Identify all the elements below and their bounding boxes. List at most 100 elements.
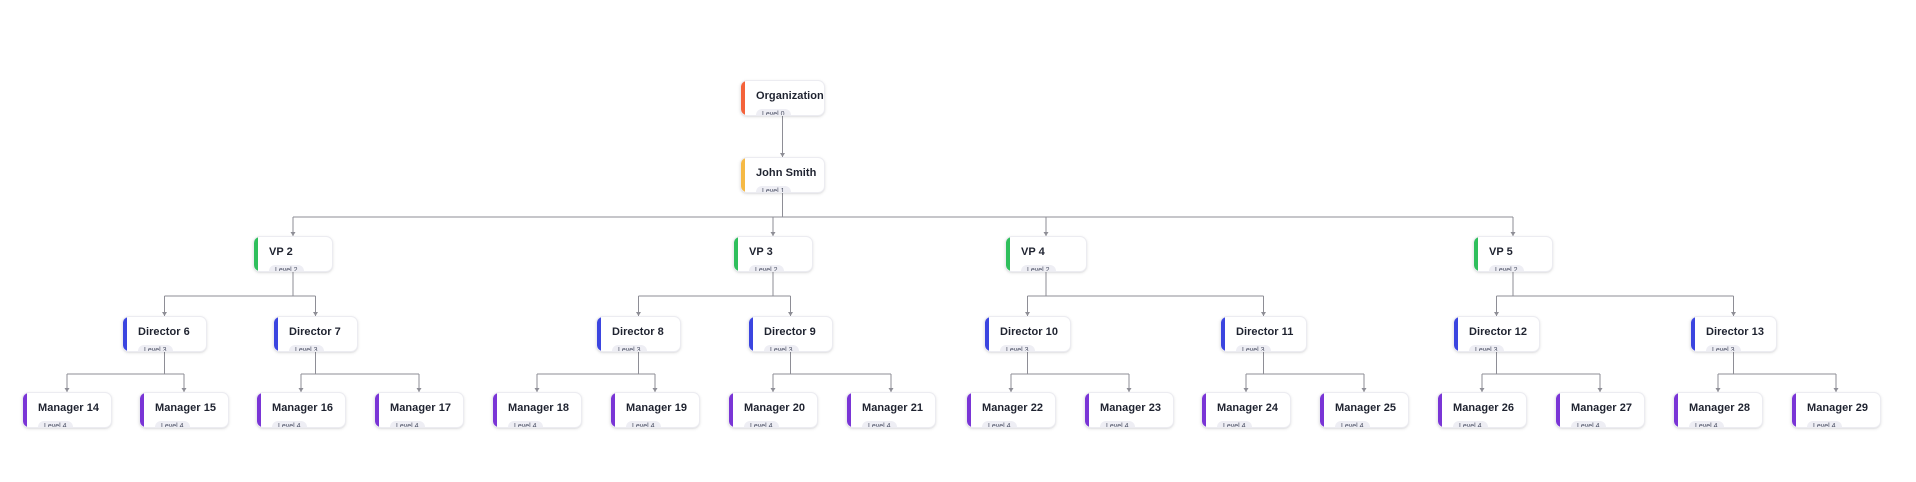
node-title: Manager 28 <box>1689 402 1751 414</box>
node-level-badge: Level 2 <box>269 265 304 271</box>
node-body: Manager 16 Level 4 <box>257 393 345 427</box>
node-body: Manager 28 Level 4 <box>1674 393 1762 427</box>
node-level-badge: Level 4 <box>1335 421 1370 427</box>
node-title: VP 5 <box>1489 246 1513 258</box>
node-level-badge: Level 4 <box>862 421 897 427</box>
node-body: Manager 15 Level 4 <box>140 393 228 427</box>
node-level-badge: Level 4 <box>155 421 190 427</box>
node-body: Manager 21 Level 4 <box>847 393 935 427</box>
node-title: VP 2 <box>269 246 293 258</box>
node-level-badge: Level 3 <box>1706 345 1741 351</box>
org-node-n21[interactable]: Manager 21 Level 4 <box>846 392 936 428</box>
org-node-n15[interactable]: Manager 15 Level 4 <box>139 392 229 428</box>
node-accent-bar <box>1556 393 1560 427</box>
node-title: Manager 15 <box>155 402 217 414</box>
node-title: Manager 24 <box>1217 402 1279 414</box>
org-node-n28[interactable]: Manager 28 Level 4 <box>1673 392 1763 428</box>
node-body: Director 6 Level 3 <box>123 317 206 351</box>
node-level-badge: Level 2 <box>749 265 784 271</box>
node-level-badge: Level 3 <box>1236 345 1271 351</box>
node-accent-bar <box>274 317 278 351</box>
node-accent-bar <box>985 317 989 351</box>
org-node-n27[interactable]: Manager 27 Level 4 <box>1555 392 1645 428</box>
node-accent-bar <box>611 393 615 427</box>
node-level-badge: Level 3 <box>138 345 173 351</box>
node-title: Manager 19 <box>626 402 688 414</box>
node-title: Manager 29 <box>1807 402 1869 414</box>
node-title: Director 9 <box>764 326 816 338</box>
node-accent-bar <box>1454 317 1458 351</box>
node-title: Manager 27 <box>1571 402 1633 414</box>
node-title: Director 6 <box>138 326 190 338</box>
node-accent-bar <box>734 237 738 271</box>
node-title: Director 10 <box>1000 326 1059 338</box>
node-title: Manager 14 <box>38 402 100 414</box>
node-level-badge: Level 4 <box>1571 421 1606 427</box>
node-title: Director 7 <box>289 326 341 338</box>
node-accent-bar <box>1085 393 1089 427</box>
node-accent-bar <box>123 317 127 351</box>
node-title: Organization <box>756 90 824 102</box>
org-node-n25[interactable]: Manager 25 Level 4 <box>1319 392 1409 428</box>
org-node-n16[interactable]: Manager 16 Level 4 <box>256 392 346 428</box>
node-level-badge: Level 2 <box>1021 265 1056 271</box>
node-title: Director 13 <box>1706 326 1765 338</box>
org-node-n6[interactable]: Director 6 Level 3 <box>122 316 207 352</box>
node-level-badge: Level 0 <box>756 109 791 115</box>
node-body: Manager 25 Level 4 <box>1320 393 1408 427</box>
node-level-badge: Level 4 <box>38 421 73 427</box>
node-title: Manager 16 <box>272 402 334 414</box>
node-level-badge: Level 3 <box>289 345 324 351</box>
node-accent-bar <box>1474 237 1478 271</box>
org-node-n13[interactable]: Director 13 Level 3 <box>1690 316 1777 352</box>
org-node-n11[interactable]: Director 11 Level 3 <box>1220 316 1307 352</box>
org-node-n14[interactable]: Manager 14 Level 4 <box>22 392 112 428</box>
org-node-n2[interactable]: VP 2 Level 2 <box>253 236 333 272</box>
node-title: Manager 18 <box>508 402 570 414</box>
node-accent-bar <box>741 81 745 115</box>
node-title: Manager 22 <box>982 402 1044 414</box>
org-node-n7[interactable]: Director 7 Level 3 <box>273 316 358 352</box>
node-title: Manager 21 <box>862 402 924 414</box>
node-title: Director 11 <box>1236 326 1294 338</box>
node-level-badge: Level 4 <box>1689 421 1724 427</box>
node-accent-bar <box>254 237 258 271</box>
node-level-badge: Level 4 <box>744 421 779 427</box>
node-accent-bar <box>493 393 497 427</box>
node-level-badge: Level 4 <box>272 421 307 427</box>
node-accent-bar <box>847 393 851 427</box>
node-title: Manager 25 <box>1335 402 1397 414</box>
